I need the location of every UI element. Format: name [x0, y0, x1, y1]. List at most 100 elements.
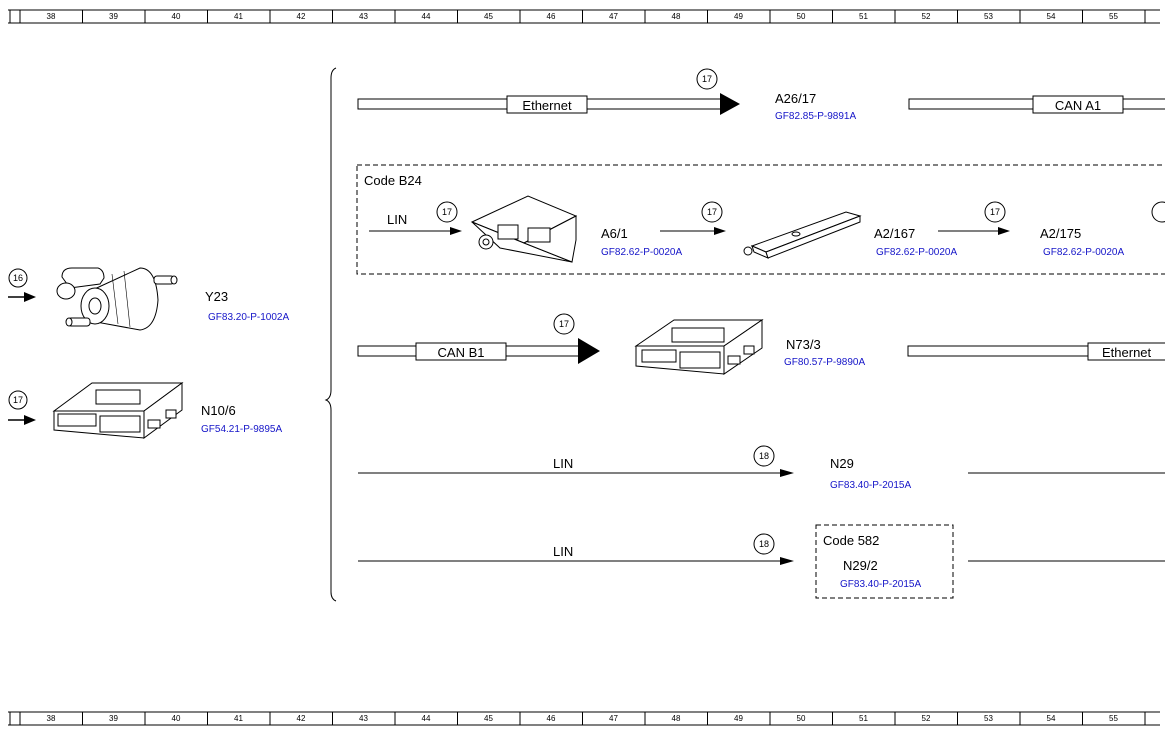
component-label-n10-6: N10/6: [201, 403, 236, 418]
code-582-frame: [815, 524, 954, 599]
component-code-n10-6[interactable]: GF54.21-P-9895A: [201, 424, 282, 435]
ref-number: 18: [759, 539, 769, 549]
ruler-number: 39: [109, 714, 118, 723]
component-code-a2-175[interactable]: GF82.62-P-0020A: [1043, 247, 1124, 258]
antenna-module-icon: [743, 211, 862, 259]
ruler-number: 46: [547, 12, 556, 21]
component-label-n29: N29: [830, 456, 854, 471]
ref-circle-partial: [1151, 201, 1165, 223]
ruler-number: 43: [359, 714, 368, 723]
ruler-number: 47: [609, 12, 618, 21]
component-code-n29[interactable]: GF83.40-P-2015A: [830, 480, 911, 491]
ruler-number: 48: [672, 12, 681, 21]
ruler-number: 54: [1047, 714, 1056, 723]
bus-label-can-a1: CAN A1: [1055, 98, 1101, 113]
ref-number: 17: [990, 207, 1000, 217]
bus-label-lin-3: LIN: [553, 544, 573, 559]
ruler-number: 44: [422, 12, 431, 21]
component-label-a26-17: A26/17: [775, 91, 816, 106]
ref-circle: [753, 533, 775, 555]
ruler-top: 38 39 40 41 42 43 44 45 46 47 48 49 50 51 52 53 54 55: [8, 9, 1160, 24]
component-label-a6-1: A6/1: [601, 226, 628, 241]
valve-icon: [56, 267, 178, 331]
ref-circle: [8, 390, 28, 410]
ref-number: 18: [759, 451, 769, 461]
ruler-number: 50: [797, 714, 806, 723]
component-code-a26-17[interactable]: GF82.85-P-9891A: [775, 111, 856, 122]
ruler-number: 49: [734, 714, 743, 723]
bus-label-lin: LIN: [387, 212, 407, 227]
component-code-n29-2[interactable]: GF83.40-P-2015A: [840, 579, 921, 590]
component-code-y23[interactable]: GF83.20-P-1002A: [208, 312, 289, 323]
ruler-number: 55: [1109, 714, 1118, 723]
ruler-number: 45: [484, 12, 493, 21]
ruler-number: 43: [359, 12, 368, 21]
camera-unit-icon: [470, 195, 578, 263]
ruler-number: 40: [172, 12, 181, 21]
lin-arrow: [369, 227, 462, 235]
lin-arrow-2: [660, 227, 726, 235]
ref-circle: [984, 201, 1006, 223]
ruler-number: 55: [1109, 12, 1118, 21]
component-code-a2-167[interactable]: GF82.62-P-0020A: [876, 247, 957, 258]
lin-arrow-3: [938, 227, 1010, 235]
group-brace: [324, 67, 337, 602]
ref-number: 17: [442, 207, 452, 217]
component-code-a6-1[interactable]: GF82.62-P-0020A: [601, 247, 682, 258]
component-label-a2-167: A2/167: [874, 226, 915, 241]
ref-circle: [696, 68, 718, 90]
ethernet-bus-arrow: Ethernet: [357, 93, 740, 115]
ruler-number: 53: [984, 714, 993, 723]
ruler-number: 39: [109, 12, 118, 21]
ref-number: 16: [13, 273, 23, 283]
ref-number: 17: [559, 319, 569, 329]
ruler-number: 47: [609, 714, 618, 723]
bus-label-ethernet: Ethernet: [522, 98, 572, 113]
ruler-number: 53: [984, 12, 993, 21]
can-a1-bus-bar: CAN A1: [908, 95, 1165, 114]
ref-number: 17: [13, 395, 23, 405]
bus-label-can-b1: CAN B1: [438, 345, 485, 360]
control-unit-icon-n73-3: [634, 319, 764, 375]
ruler-number: 50: [797, 12, 806, 21]
lin-arrow-n29: [358, 469, 794, 477]
code-b24-label: Code B24: [364, 173, 422, 188]
ruler-number: 40: [172, 714, 181, 723]
ruler-number: 54: [1047, 12, 1056, 21]
ref-circle: [701, 201, 723, 223]
y23-connection: 16: [8, 268, 36, 302]
ref-circle: [753, 445, 775, 467]
control-unit-icon: [52, 382, 184, 439]
ruler-number: 41: [234, 12, 243, 21]
ruler-number: 48: [672, 714, 681, 723]
ruler-number: 44: [422, 714, 431, 723]
ref-circle: [436, 201, 458, 223]
ruler-number: 49: [734, 12, 743, 21]
component-label-n73-3: N73/3: [786, 337, 821, 352]
ruler-number: 51: [859, 714, 868, 723]
ruler-number: 42: [297, 12, 306, 21]
component-code-n73-3[interactable]: GF80.57-P-9890A: [784, 357, 865, 368]
lin-arrow-n29-2: [358, 557, 794, 565]
ref-number: 17: [702, 74, 712, 84]
ref-circle: [8, 268, 28, 288]
ruler-number: 41: [234, 714, 243, 723]
ruler-number: 38: [47, 714, 56, 723]
n10-6-connection: 17: [8, 390, 36, 425]
ethernet-bus-bar: Ethernet: [907, 342, 1165, 361]
bus-label-lin-2: LIN: [553, 456, 573, 471]
component-label-a2-175: A2/175: [1040, 226, 1081, 241]
code-b24-frame: [356, 164, 1165, 275]
ruler-number: 46: [547, 714, 556, 723]
ruler-number: 51: [859, 12, 868, 21]
component-label-y23: Y23: [205, 289, 228, 304]
ruler-number: 38: [47, 12, 56, 21]
code-582-label: Code 582: [823, 533, 879, 548]
ruler-number: 45: [484, 714, 493, 723]
ruler-number: 52: [922, 12, 931, 21]
component-label-n29-2: N29/2: [843, 558, 878, 573]
ruler-number: 42: [297, 714, 306, 723]
bus-label-ethernet-2: Ethernet: [1102, 345, 1152, 360]
